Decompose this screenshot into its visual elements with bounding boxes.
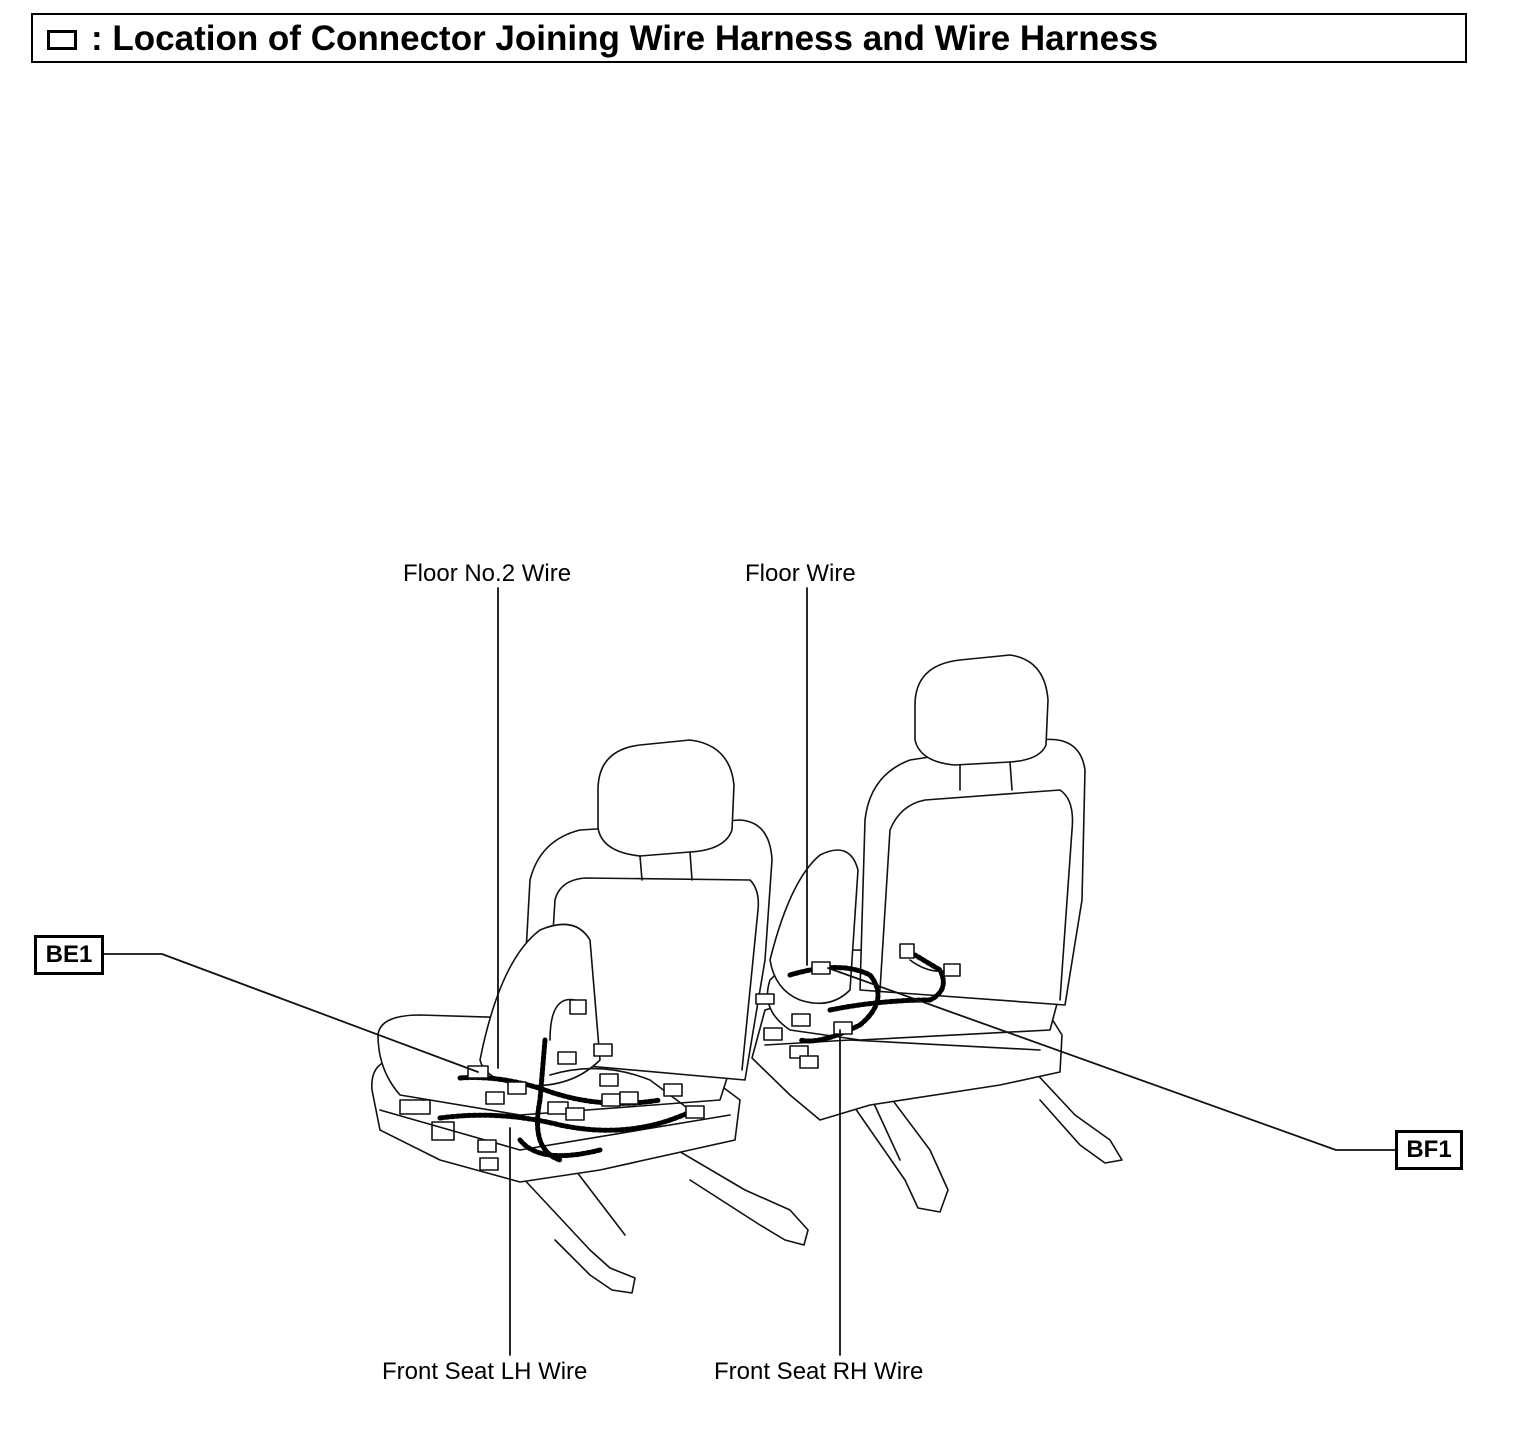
connector-code-bf1: BF1 xyxy=(1395,1130,1463,1170)
title-banner: : Location of Connector Joining Wire Har… xyxy=(31,13,1467,63)
leader-lines xyxy=(103,587,1397,1356)
label-front-seat-rh-wire: Front Seat RH Wire xyxy=(714,1358,924,1385)
connector-blocks xyxy=(467,943,961,1171)
left-seat-drawing xyxy=(371,739,809,1294)
rectangle-legend-icon xyxy=(47,30,77,50)
label-front-seat-lh-wire: Front Seat LH Wire xyxy=(382,1358,588,1385)
label-floor-wire: Floor Wire xyxy=(745,560,856,587)
page-title: : Location of Connector Joining Wire Har… xyxy=(91,19,1159,58)
label-floor-no2-wire: Floor No.2 Wire xyxy=(403,560,572,587)
connector-code-be1: BE1 xyxy=(34,935,104,975)
